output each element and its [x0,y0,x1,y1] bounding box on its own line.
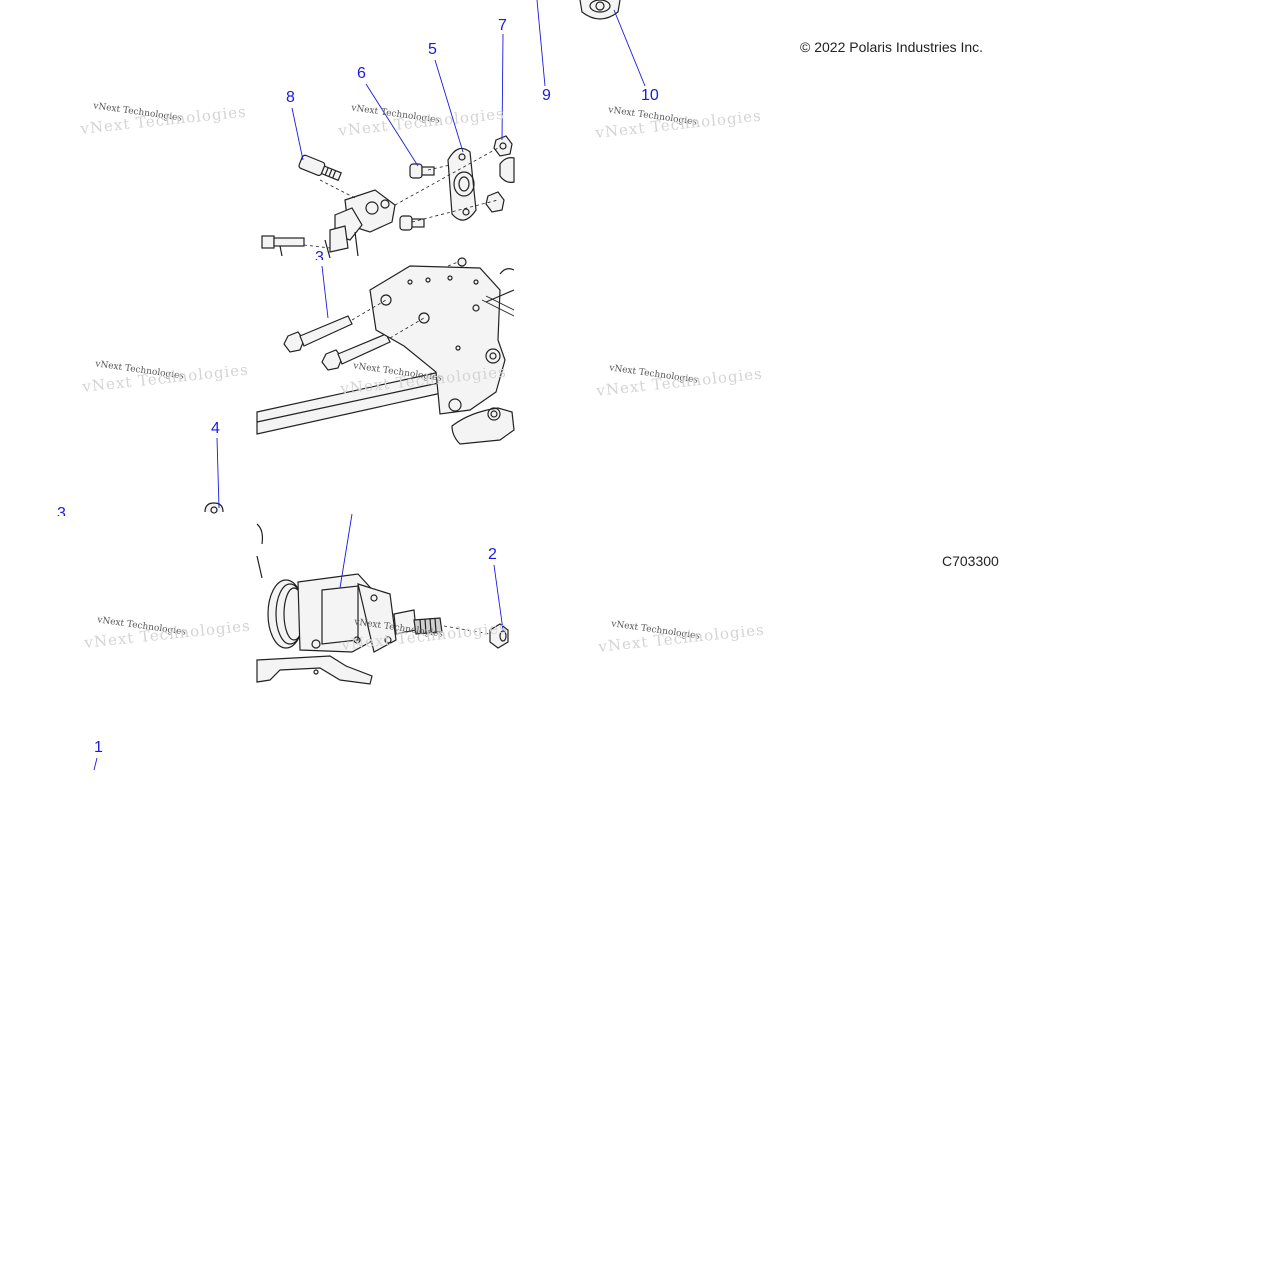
callout-3: 3 [57,505,66,522]
bolt-part-8 [298,154,342,182]
nut-part-2 [489,623,509,649]
bracket-frame-panel [256,257,515,445]
nut-lower [485,191,505,213]
long-bolt-part-3-lower [321,333,391,371]
callout-5: 5 [428,41,437,58]
bolt-lower-flange [399,215,425,231]
output-shaft [393,609,443,635]
callout-9: 9 [542,87,551,104]
shaft-stub [499,157,515,183]
callout-1: 1 [94,739,103,756]
callout-10: 10 [641,87,659,104]
long-bolt-part-3-upper [283,315,353,353]
nut-part-7 [493,135,513,157]
leader-lines [93,0,646,771]
callout-6: 6 [357,65,366,82]
u-joint-assembly-panel [261,135,515,259]
callout-3: 3 [315,249,324,266]
drawing-id: C703300 [942,553,999,569]
flange-bearing-part-5 [447,147,477,221]
lower-bolt [261,235,305,257]
callout-8: 8 [286,89,295,106]
callout-4: 4 [211,420,220,437]
steering-gear-panel [256,523,509,685]
coupler-part-10 [579,0,621,20]
mounting-bracket [369,265,515,415]
bracket-lower-lug [451,407,515,445]
callout-7: 7 [498,17,507,34]
u-joint-yoke [324,189,396,259]
callout-2: 2 [488,546,497,563]
bolt-part-6 [409,163,435,179]
gear-mount-foot [256,655,373,685]
washer-part-4 [204,502,224,514]
copyright-notice: © 2022 Polaris Industries Inc. [800,39,984,55]
motor-housing [297,573,397,653]
